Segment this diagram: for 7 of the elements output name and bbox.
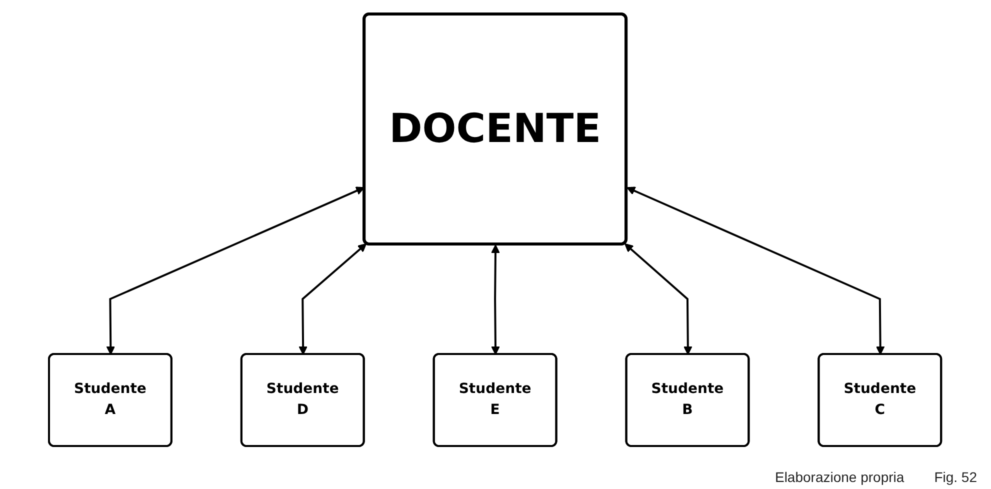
arrow xyxy=(492,244,500,355)
arrow xyxy=(106,186,366,355)
note-text: Elaborazione propria xyxy=(774,469,904,485)
arrow xyxy=(299,243,368,355)
arrow xyxy=(626,186,886,355)
note-text: Fig. 52 xyxy=(934,469,977,485)
arrow xyxy=(624,243,693,355)
